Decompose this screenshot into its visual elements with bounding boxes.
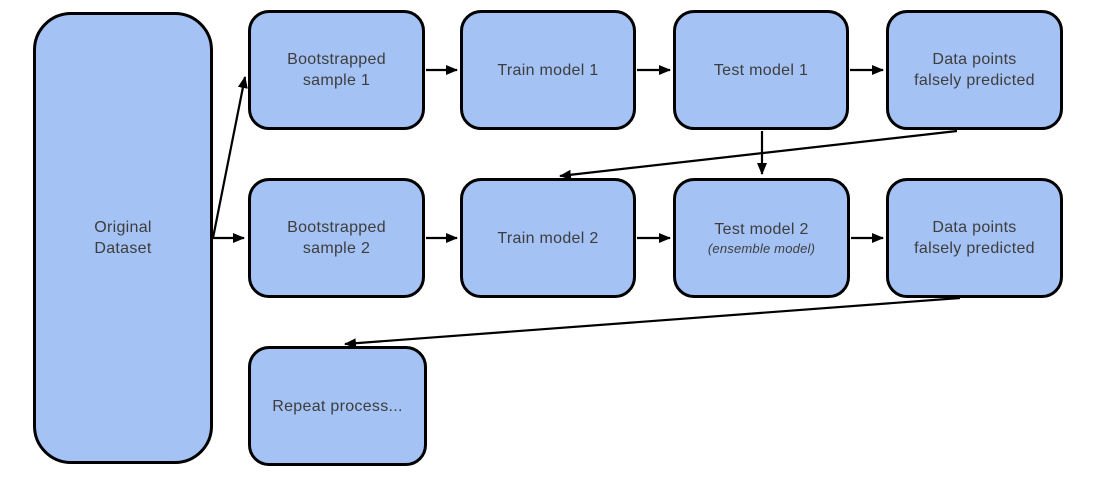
node-label: Test model 1 xyxy=(713,61,809,79)
node-label: Original Dataset xyxy=(94,219,152,257)
node-repeat-process: Repeat process... xyxy=(248,346,427,466)
node-sublabel-ensemble-model: (ensemble model) xyxy=(707,241,816,256)
arrow-original-to-sample1 xyxy=(211,76,248,239)
arrow-false1-to-train2 xyxy=(559,129,958,180)
node-test-model-1: Test model 1 xyxy=(673,10,849,130)
node-bootstrapped-sample-1: Bootstrapped sample 1 xyxy=(248,10,425,130)
node-train-model-1: Train model 1 xyxy=(460,10,636,130)
node-bootstrapped-sample-2: Bootstrapped sample 2 xyxy=(248,178,425,298)
node-original-dataset: Original Dataset xyxy=(33,12,213,464)
node-label: Train model 2 xyxy=(497,229,599,247)
arrow-false2-to-repeat xyxy=(344,296,961,349)
node-data-points-falsely-predicted-2: Data points falsely predicted xyxy=(886,178,1063,298)
node-data-points-falsely-predicted-1: Data points falsely predicted xyxy=(886,10,1063,130)
node-label: Data points falsely predicted xyxy=(914,51,1035,89)
node-label: Data points falsely predicted xyxy=(914,219,1035,257)
node-label: Bootstrapped sample 2 xyxy=(287,219,386,257)
node-label: Test model 2 xyxy=(714,221,809,238)
node-label: Train model 1 xyxy=(497,61,599,79)
node-test-model-2: Test model 2 (ensemble model) xyxy=(673,178,850,298)
node-label: Repeat process... xyxy=(272,397,403,415)
node-label: Bootstrapped sample 1 xyxy=(287,51,386,89)
node-train-model-2: Train model 2 xyxy=(460,178,636,298)
